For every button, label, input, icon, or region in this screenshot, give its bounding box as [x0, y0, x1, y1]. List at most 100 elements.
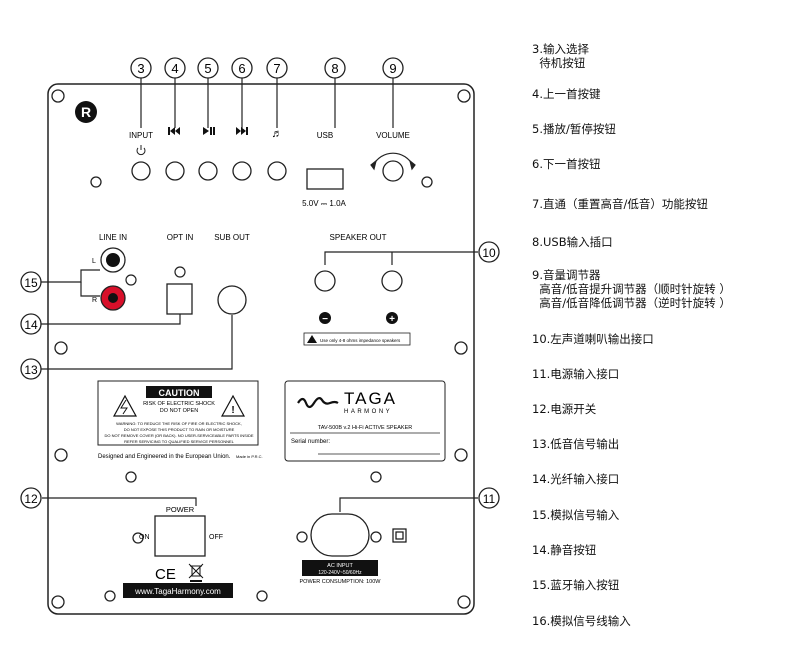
- ac-input-label: AC INPUT: [327, 563, 353, 569]
- usb-label: USB: [317, 131, 333, 140]
- svg-text:14: 14: [24, 318, 38, 332]
- ce-mark: CE: [155, 566, 176, 583]
- brand-sub: HARMONY: [344, 409, 392, 415]
- callout-13: 13: [20, 358, 42, 380]
- callout-3: 3: [130, 57, 152, 79]
- speaker-out-label: SPEAKER OUT: [330, 233, 387, 242]
- right-channel-label: R: [92, 297, 97, 304]
- panel-plate: [47, 83, 475, 615]
- optical-input-port[interactable]: [166, 283, 193, 315]
- left-channel-label: L: [92, 258, 96, 265]
- speaker-out-negative-terminal[interactable]: [314, 270, 336, 292]
- power-label: POWER: [166, 505, 195, 514]
- exclamation-warning-icon: !: [220, 394, 246, 417]
- svg-text:13: 13: [24, 363, 38, 377]
- callout-11: 11: [478, 487, 500, 509]
- callout-10: 10: [478, 241, 500, 263]
- ac-power-socket[interactable]: [310, 513, 370, 557]
- legend-item: 16.模拟信号线输入: [532, 614, 631, 628]
- svg-text:4: 4: [171, 61, 178, 76]
- r-badge-label: R: [81, 104, 91, 120]
- line-in-label: LINE IN: [99, 233, 127, 242]
- svg-text:DO NOT OPEN: DO NOT OPEN: [160, 408, 198, 414]
- brand-label: [284, 380, 446, 462]
- caution-title: CAUTION: [159, 388, 200, 398]
- legend-item: 12.电源开关: [532, 402, 597, 416]
- svg-text:12: 12: [24, 492, 38, 506]
- callout-7: 7: [266, 57, 288, 79]
- svg-text:5: 5: [204, 61, 211, 76]
- opt-in-label: OPT IN: [167, 233, 194, 242]
- legend-item: 7.直通（重置高音/低音）功能按钮: [532, 197, 708, 211]
- legend-item: 9.音量调节器 高音/低音提升调节器（顺时针旋转 ） 高音/低音降低调节器（逆时…: [532, 268, 731, 310]
- power-consumption: POWER CONSUMPTION: 100W: [300, 579, 382, 585]
- warning-triangle-icon: [307, 335, 317, 343]
- callout-5: 5: [197, 57, 219, 79]
- minus-icon: −: [319, 312, 331, 325]
- brand-name: TAGA: [344, 389, 397, 408]
- impedance-warning-box: [303, 332, 411, 346]
- svg-text:+: +: [389, 314, 395, 325]
- svg-text:DO NOT REMOVE COVER (OR BACK).: DO NOT REMOVE COVER (OR BACK). NO USER-S…: [104, 433, 253, 438]
- impedance-text: Use only 4-8 ohms impedance speakers: [320, 338, 401, 343]
- svg-text:DO NOT EXPOSE THIS PRODUCT TO: DO NOT EXPOSE THIS PRODUCT TO RAIN OR MO…: [124, 427, 235, 432]
- next-track-icon: [236, 127, 248, 135]
- svg-text:3: 3: [137, 61, 144, 76]
- svg-text:!: !: [231, 405, 234, 416]
- svg-text:11: 11: [483, 492, 496, 506]
- volume-knob[interactable]: [382, 160, 404, 182]
- legend-item: 4.上一首按键: [532, 87, 601, 101]
- callout-6: 6: [231, 57, 253, 79]
- svg-text:REFER SERVICING TO QUALIFIED S: REFER SERVICING TO QUALIFIED SERVICE PER…: [124, 439, 235, 444]
- electric-shock-icon: [112, 394, 138, 417]
- legend-item: 13.低音信号输出: [532, 437, 620, 451]
- legend-item: 8.USB输入插口: [532, 235, 613, 249]
- previous-track-button[interactable]: [165, 161, 185, 181]
- callout-14: 14: [20, 313, 42, 335]
- legend-item: 3.输入选择 待机按钮: [532, 42, 589, 70]
- weee-bin-icon: [188, 563, 204, 582]
- website-bar: [123, 583, 233, 598]
- input-standby-button[interactable]: [131, 161, 151, 181]
- input-label: INPUT: [129, 131, 153, 140]
- legend-item: 6.下一首按钮: [532, 157, 601, 171]
- callout-9: 9: [382, 57, 404, 79]
- svg-text:7: 7: [273, 61, 280, 76]
- callout-15: 15: [20, 271, 42, 293]
- previous-track-icon: [168, 127, 180, 135]
- mounting-screws: [51, 89, 471, 609]
- music-note-icon: ♬: [272, 128, 283, 140]
- svg-text:WARNING: TO REDUCE THE RISK OF: WARNING: TO REDUCE THE RISK OF FIRE OR E…: [116, 421, 242, 426]
- legend-item: 10.左声道喇叭输出接口: [532, 332, 654, 346]
- svg-text:9: 9: [389, 61, 396, 76]
- legend-item: 14.静音按钮: [532, 543, 597, 557]
- svg-text:−: −: [322, 314, 328, 325]
- power-switch[interactable]: [154, 515, 206, 557]
- sub-out-label: SUB OUT: [214, 233, 250, 242]
- legend-item: 15.模拟信号输入: [532, 508, 620, 522]
- plus-icon: +: [386, 312, 398, 325]
- volume-label: VOLUME: [376, 131, 410, 140]
- power-off-label: OFF: [209, 534, 223, 541]
- sub-out-jack[interactable]: [217, 285, 247, 315]
- power-on-label: ON: [139, 534, 150, 541]
- next-track-button[interactable]: [232, 161, 252, 181]
- legend-item: 14.光纤输入接口: [532, 472, 620, 486]
- legend-item: 11.电源输入接口: [532, 367, 620, 381]
- svg-text:6: 6: [238, 61, 245, 76]
- svg-text:10: 10: [482, 246, 496, 260]
- power-symbol-icon: [136, 145, 146, 156]
- usb-port[interactable]: [306, 168, 344, 190]
- website-text: www.TagaHarmony.com: [134, 587, 221, 596]
- svg-text:8: 8: [331, 61, 338, 76]
- usb-rating: 5.0V ⎓ 1.0A: [302, 199, 346, 208]
- callout-8: 8: [324, 57, 346, 79]
- play-pause-button[interactable]: [198, 161, 218, 181]
- designed-in-eu: Designed and Engineered in the European …: [98, 454, 231, 460]
- direct-mode-button[interactable]: [267, 161, 287, 181]
- callout-12: 12: [20, 487, 42, 509]
- r-badge: [75, 101, 97, 123]
- legend-item: 15.蓝牙输入按钮: [532, 578, 620, 592]
- speaker-out-positive-terminal[interactable]: [381, 270, 403, 292]
